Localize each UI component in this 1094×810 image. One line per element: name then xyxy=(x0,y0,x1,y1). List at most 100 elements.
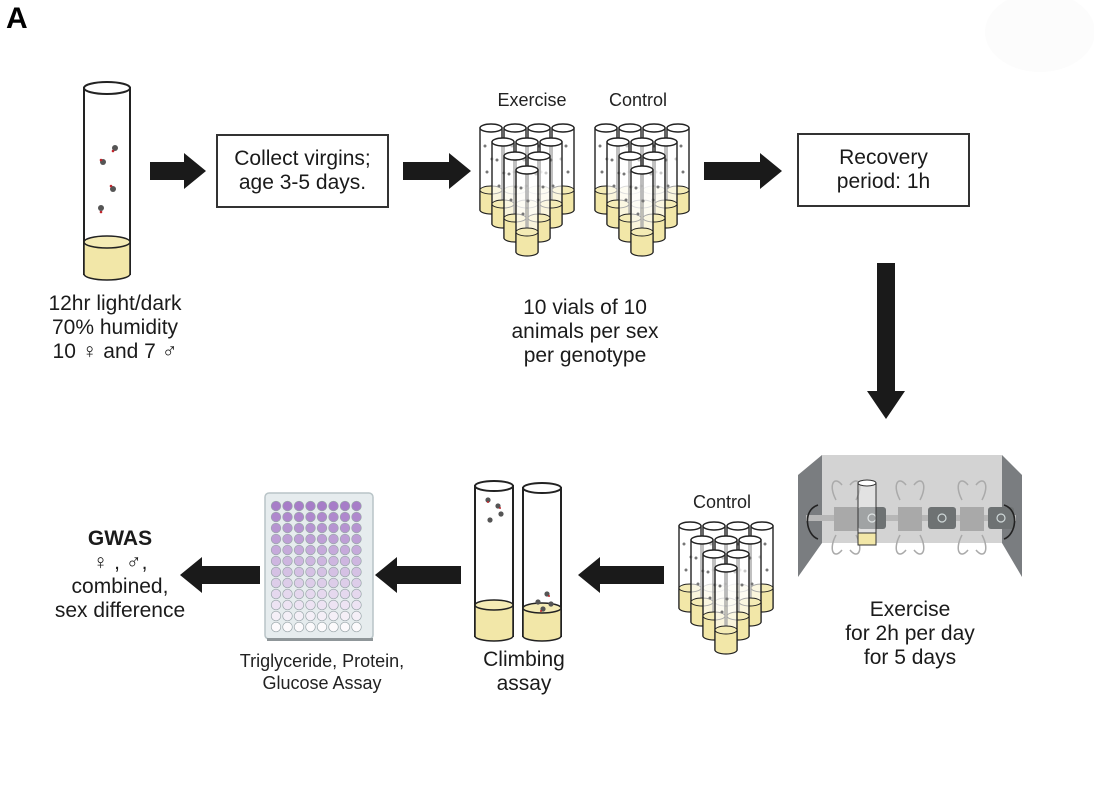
exercise-rotator-icon xyxy=(798,455,1022,577)
well xyxy=(351,588,362,600)
well xyxy=(293,533,305,545)
well xyxy=(282,533,293,545)
climbing-caption: Climbing assay xyxy=(483,648,565,695)
well xyxy=(351,533,362,545)
arrow-left-icon xyxy=(578,557,664,593)
well xyxy=(293,577,305,589)
well xyxy=(316,533,328,545)
well xyxy=(282,588,293,600)
well xyxy=(351,610,362,622)
well xyxy=(328,500,339,512)
control-vials-icon xyxy=(678,521,774,655)
well xyxy=(305,522,316,534)
gwas-title: GWAS xyxy=(87,527,153,550)
collect-virgins-box: Collect virgins; age 3-5 days. xyxy=(216,134,389,208)
exercise-group-label: Exercise xyxy=(497,90,567,110)
well xyxy=(270,533,282,545)
panel-label: A xyxy=(6,2,28,35)
well xyxy=(305,588,316,600)
control-group-label: Control xyxy=(608,90,668,110)
well xyxy=(339,555,351,567)
well xyxy=(293,522,305,534)
well xyxy=(293,566,305,578)
well xyxy=(293,610,305,622)
well xyxy=(282,566,293,578)
well xyxy=(328,577,339,589)
fly-icons xyxy=(98,145,118,214)
arrow-down-icon xyxy=(867,263,905,419)
well xyxy=(305,610,316,622)
well xyxy=(316,566,328,578)
well xyxy=(339,588,351,600)
well xyxy=(339,610,351,622)
well xyxy=(305,555,316,567)
exercise-caption: Exercise for 2h per day for 5 days xyxy=(845,598,975,669)
well xyxy=(270,555,282,567)
well xyxy=(339,500,351,512)
well xyxy=(351,500,362,512)
well xyxy=(282,511,293,523)
well xyxy=(270,522,282,534)
well xyxy=(293,544,305,556)
well xyxy=(305,621,316,633)
arrow-left-icon xyxy=(180,557,260,593)
control-label: Control xyxy=(692,492,752,512)
well xyxy=(316,610,328,622)
well xyxy=(305,544,316,556)
well xyxy=(305,566,316,578)
well xyxy=(316,522,328,534)
well xyxy=(351,544,362,556)
well xyxy=(328,511,339,523)
well-plate-icon xyxy=(264,492,374,641)
well xyxy=(305,577,316,589)
well xyxy=(328,555,339,567)
well xyxy=(316,511,328,523)
well xyxy=(328,566,339,578)
well xyxy=(351,511,362,523)
exercise-vials-icon xyxy=(479,123,575,257)
well xyxy=(293,621,305,633)
well xyxy=(293,555,305,567)
well xyxy=(316,555,328,567)
well xyxy=(328,599,339,611)
well xyxy=(270,588,282,600)
well xyxy=(270,566,282,578)
well xyxy=(351,599,362,611)
well xyxy=(270,544,282,556)
single-vial-icon xyxy=(83,81,131,281)
vial xyxy=(630,165,654,257)
well xyxy=(270,500,282,512)
well xyxy=(305,533,316,545)
well xyxy=(328,621,339,633)
gwas-result: GWAS ♀ , ♂, combined, sex difference xyxy=(40,527,200,623)
arrow-left-icon xyxy=(375,557,461,593)
well xyxy=(316,577,328,589)
well xyxy=(282,610,293,622)
well xyxy=(351,566,362,578)
well xyxy=(339,511,351,523)
well xyxy=(293,511,305,523)
well xyxy=(328,522,339,534)
well xyxy=(339,522,351,534)
well xyxy=(293,599,305,611)
well xyxy=(293,500,305,512)
well xyxy=(339,566,351,578)
well xyxy=(328,588,339,600)
arrow-right-icon xyxy=(403,153,471,189)
well xyxy=(270,577,282,589)
control-vials-icon xyxy=(594,123,690,257)
well xyxy=(305,511,316,523)
well xyxy=(270,511,282,523)
vial xyxy=(714,563,738,655)
well xyxy=(316,544,328,556)
well xyxy=(339,621,351,633)
well xyxy=(328,544,339,556)
well xyxy=(282,500,293,512)
well xyxy=(282,522,293,534)
well xyxy=(351,621,362,633)
well xyxy=(270,599,282,611)
arrow-right-icon xyxy=(704,153,782,189)
recovery-period-box: Recovery period: 1h xyxy=(797,133,970,207)
well xyxy=(351,555,362,567)
rearing-caption: 12hr light/dark 70% humidity 10 ♀ and 7 … xyxy=(48,292,182,363)
